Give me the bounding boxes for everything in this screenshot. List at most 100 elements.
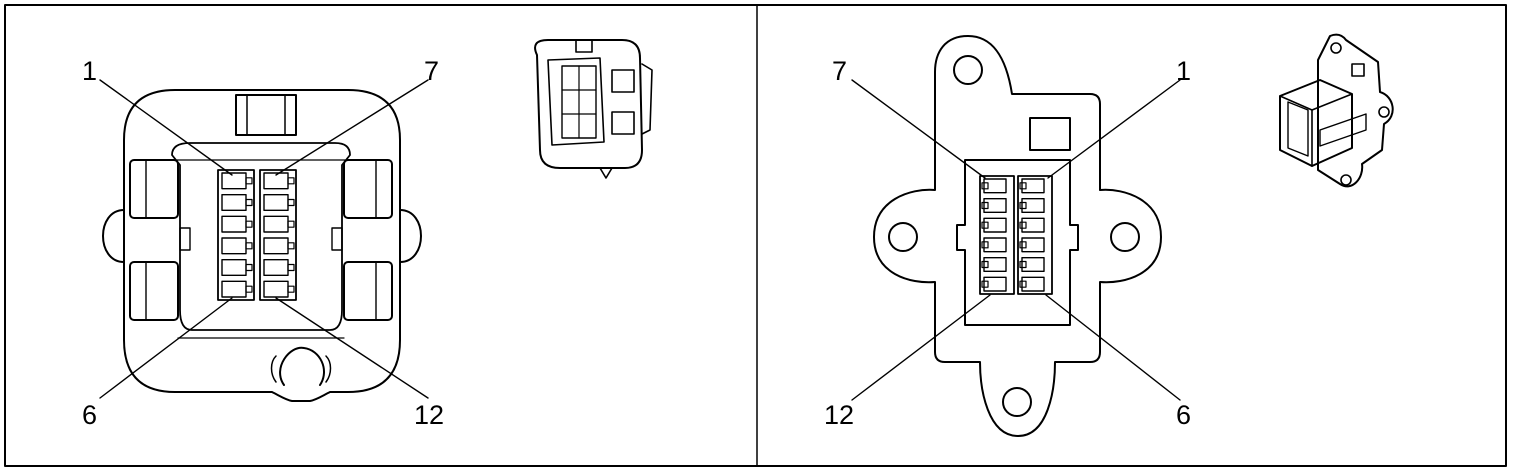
terminal-lock-tab (981, 221, 989, 229)
terminal-cavity (263, 237, 289, 255)
cavity-column-outline (217, 169, 255, 301)
terminal-cavity (983, 276, 1007, 292)
latch-detail (325, 355, 332, 383)
right-connector-housing (956, 159, 1079, 326)
mounting-hole-right (1110, 222, 1140, 252)
pin-label-7: 7 (832, 56, 847, 86)
perspective-latch (575, 39, 593, 53)
left-side-lock-bottom-right (343, 261, 393, 321)
right-mounting-flange (873, 35, 1162, 437)
terminal-cavity (983, 178, 1007, 194)
terminal-cavity (1021, 256, 1045, 273)
terminal-lock-tab (981, 182, 989, 190)
right-connector-perspective-view (1279, 33, 1394, 188)
left-connector-ear-left (102, 209, 125, 263)
leader-line (275, 297, 429, 399)
terminal-cavity (983, 237, 1007, 253)
left-connector-ear-right (399, 209, 422, 263)
perspective-hole (1330, 42, 1342, 54)
perspective-housing (1279, 79, 1353, 167)
leader-line (1047, 79, 1181, 179)
perspective-lock (611, 69, 635, 93)
terminal-lock-tab (1019, 221, 1027, 229)
right-cavity-column-1-6 (1017, 175, 1053, 295)
perspective-side (641, 63, 653, 135)
terminal-lock-tab (1019, 260, 1027, 269)
terminal-lock-tab (287, 198, 295, 207)
terminal-cavity (1021, 197, 1045, 214)
left-connector-perspective-view (534, 39, 653, 179)
terminal-cavity (263, 280, 289, 298)
terminal-lock-tab (245, 242, 253, 250)
perspective-latch (1351, 63, 1365, 77)
terminal-lock-tab (245, 198, 253, 207)
pin-label-12: 12 (824, 400, 854, 430)
terminal-cavity (983, 217, 1007, 233)
terminal-lock-tab (981, 241, 989, 249)
pin-label-1: 1 (1176, 56, 1191, 86)
left-cavity-column-1-6 (217, 169, 255, 301)
terminal-lock-tab (245, 220, 253, 228)
mounting-hole-bottom (1002, 387, 1032, 417)
terminal-lock-tab (287, 177, 295, 185)
cavity-column-outline (979, 175, 1015, 295)
left-side-lock-top-left (129, 159, 179, 219)
terminal-cavity (263, 193, 289, 212)
terminal-lock-tab (1019, 241, 1027, 249)
right-latch-window (1029, 117, 1071, 151)
terminal-lock-tab (287, 220, 295, 228)
leader-line (99, 79, 233, 176)
terminal-cavity (221, 215, 247, 233)
terminal-lock-tab (981, 280, 989, 288)
mounting-hole-top (953, 55, 983, 85)
terminal-lock-tab (245, 263, 253, 272)
terminal-cavity (263, 215, 289, 233)
perspective-hole (1340, 174, 1352, 186)
terminal-cavity (221, 280, 247, 298)
pin-label-6: 6 (1176, 400, 1191, 430)
right-cavity-column-7-12 (979, 175, 1015, 295)
pin-label-1: 1 (82, 56, 97, 86)
mounting-hole-left (888, 222, 918, 252)
terminal-lock-tab (1019, 280, 1027, 288)
leader-line (851, 79, 986, 179)
perspective-hole (1378, 106, 1390, 118)
latch-detail (270, 355, 277, 383)
perspective-rail (1319, 113, 1367, 147)
left-cavity-column-7-12 (259, 169, 297, 301)
perspective-edge (1279, 93, 1353, 111)
terminal-cavity (983, 197, 1007, 214)
terminal-lock-tab (981, 260, 989, 269)
terminal-cavity (221, 193, 247, 212)
terminal-lock-tab (981, 201, 989, 210)
pin-label-6: 6 (82, 400, 97, 430)
terminal-cavity (983, 256, 1007, 273)
perspective-tab (599, 167, 613, 179)
terminal-cavity (221, 258, 247, 277)
perspective-face (1287, 101, 1309, 157)
terminal-cavity (1021, 276, 1045, 292)
pin-label-12: 12 (414, 400, 444, 430)
terminal-lock-tab (1019, 182, 1027, 190)
left-side-lock-bottom-left (129, 261, 179, 321)
left-bottom-latch (279, 346, 325, 386)
leader-line (99, 297, 233, 399)
left-panel: 1 7 6 12 (82, 39, 653, 430)
left-top-latch (235, 94, 297, 136)
terminal-cavity (1021, 217, 1045, 233)
perspective-lock (611, 111, 635, 135)
perspective-face (547, 57, 605, 146)
leader-line (851, 294, 991, 401)
pin-label-7: 7 (424, 56, 439, 86)
left-connector-body (123, 89, 401, 402)
key-slot (179, 227, 191, 251)
terminal-lock-tab (1019, 201, 1027, 210)
left-connector-shroud (171, 142, 351, 331)
leader-line (275, 79, 429, 176)
diagram-frame (4, 4, 1507, 467)
terminal-lock-tab (245, 177, 253, 185)
cavity-column-outline (1017, 175, 1053, 295)
terminal-lock-tab (245, 285, 253, 293)
right-panel: 7 1 12 6 (824, 33, 1394, 437)
